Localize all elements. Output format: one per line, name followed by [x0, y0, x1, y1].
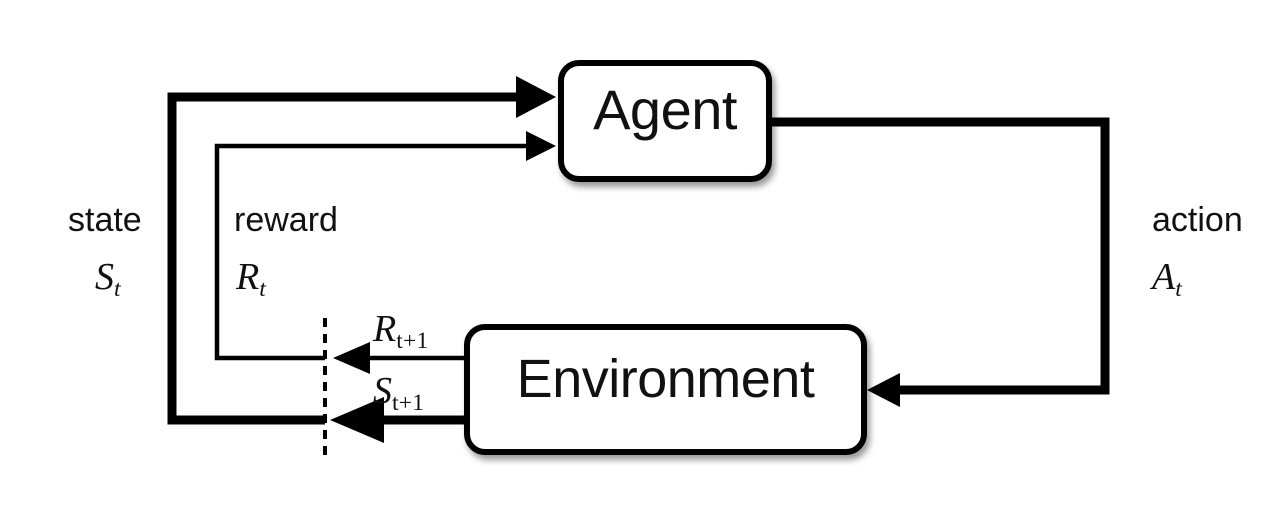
state-variable-subscript: t: [114, 276, 121, 303]
action-edge: [772, 117, 1110, 407]
reward-next-variable-symbol: R: [373, 308, 397, 350]
state-edge: [167, 76, 556, 425]
action-label: action: [1152, 201, 1243, 239]
reward-variable: Rt: [236, 258, 266, 302]
reward-edge: [214, 131, 556, 361]
action-variable: At: [1152, 258, 1182, 302]
agent-label: Agent: [593, 78, 737, 141]
state-variable: St: [95, 258, 121, 302]
action-variable-subscript: t: [1175, 276, 1182, 303]
environment-label: Environment: [516, 349, 815, 409]
reward-next-edge: [333, 342, 464, 374]
state-next-arrowhead: [330, 397, 384, 443]
state-label: state: [68, 201, 142, 239]
state-variable-symbol: S: [95, 256, 114, 298]
reward-next-variable-subscript: t+1: [396, 328, 429, 355]
reward-next-variable: Rt+1: [373, 310, 428, 354]
agent-box[interactable]: [558, 60, 772, 182]
reward-variable-symbol: R: [236, 256, 260, 298]
action-arrowhead: [867, 373, 900, 407]
action-variable-symbol: A: [1152, 256, 1176, 298]
state-arrowhead: [516, 76, 556, 118]
state-next-variable-symbol: S: [373, 370, 392, 412]
environment-box[interactable]: [464, 324, 867, 455]
reward-arrowhead: [526, 131, 556, 161]
state-next-variable: St+1: [373, 372, 424, 416]
reward-label: reward: [234, 201, 338, 239]
reward-next-arrowhead: [333, 342, 370, 374]
reward-variable-subscript: t: [259, 276, 266, 303]
state-next-variable-subscript: t+1: [392, 390, 425, 417]
state-next-edge: [330, 397, 464, 443]
